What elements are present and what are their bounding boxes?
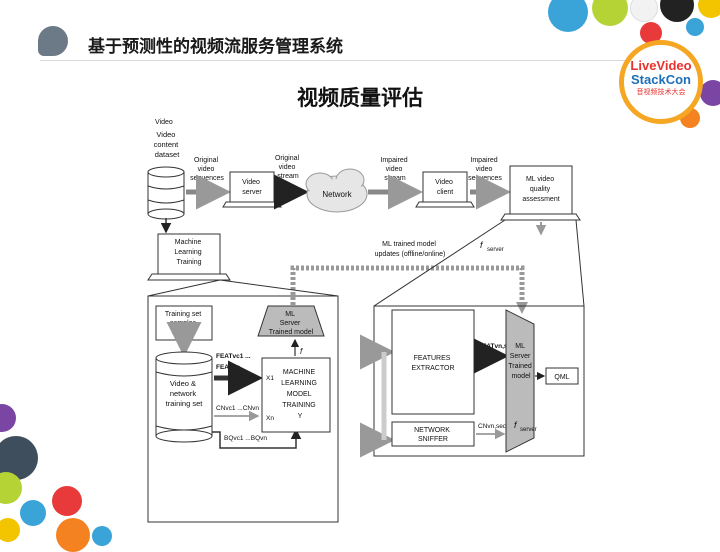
training-set-cylinder xyxy=(155,351,213,443)
deco-dot xyxy=(686,18,704,36)
left-panel xyxy=(147,295,339,523)
feat-vn-label: FEATvn xyxy=(216,364,240,371)
q-ml-box xyxy=(545,367,579,385)
impaired-sequences-label: Impaired video sequences xyxy=(468,157,502,182)
left-model-trapezoid xyxy=(257,305,325,337)
logo-line2: StackCon xyxy=(631,72,691,87)
video-server-box xyxy=(222,171,282,208)
deco-dot xyxy=(548,0,588,32)
connector-line xyxy=(373,219,506,307)
cn-right-label: CNvn,seq xyxy=(478,423,507,430)
connector-line xyxy=(219,279,339,297)
right-model-label: ML Server Trained model xyxy=(508,343,533,380)
dataset-label: Video content dataset xyxy=(154,130,181,159)
f-hat-label: f xyxy=(300,347,303,356)
connector-line xyxy=(147,279,221,297)
header-bubble-icon xyxy=(38,26,68,56)
livevideostackcon-logo: LiveVideo StackCon 音视频技术大会 xyxy=(619,40,703,124)
video-client-label: Video client xyxy=(435,179,455,196)
cn-label: CNvc1 ...CNvn xyxy=(216,405,259,412)
ml-model-training-box xyxy=(261,357,331,433)
left-model-label: ML Server Trained model xyxy=(269,311,314,336)
features-extractor-label: FEATURES EXTRACTOR xyxy=(411,355,454,372)
deco-dot xyxy=(592,0,628,26)
title-divider xyxy=(40,60,660,61)
deco-dot xyxy=(52,486,82,516)
right-model-trapezoid xyxy=(505,309,535,453)
logo-line3: 音视频技术大会 xyxy=(636,88,686,96)
logo-line1: LiveVideo xyxy=(630,58,692,73)
features-extractor-box xyxy=(391,309,475,415)
video-server-label: Video server xyxy=(242,179,262,196)
impaired-stream-label: Impaired video stream xyxy=(380,157,409,182)
deco-dot xyxy=(630,0,658,22)
f-server-label: f xyxy=(480,240,484,250)
network-label: Network xyxy=(322,190,352,199)
deco-dot xyxy=(0,404,16,432)
bq-label: BQvc1 ...BQvn xyxy=(224,435,267,442)
deco-dot xyxy=(56,518,90,552)
network-sniffer-label: NETWORK SNIFFER xyxy=(414,427,452,443)
deco-dot xyxy=(20,500,46,526)
network-sniffer-box xyxy=(391,421,475,447)
f-server-sub: server xyxy=(487,247,504,253)
deco-dot xyxy=(698,0,720,18)
training-set-label: Video & network training set xyxy=(166,379,204,408)
top-cut-label: Video xyxy=(155,119,173,126)
right-f-server-sub: server xyxy=(520,427,537,433)
deco-dot xyxy=(700,80,720,106)
original-sequences-label: Original video sequences xyxy=(190,157,224,182)
connector-line xyxy=(575,219,585,307)
ml-model-training-label: MACHINE LEARNING MODEL TRAINING Y xyxy=(281,369,319,420)
deco-dot xyxy=(0,472,22,504)
feat-vc-label: FEATvc1 ... xyxy=(216,353,251,360)
dashed-update-path xyxy=(290,265,525,310)
q-ml-label: QML xyxy=(554,374,569,381)
section-title: 视频质量评估 xyxy=(297,86,423,110)
bq-arrow xyxy=(212,428,302,449)
network-cloud xyxy=(305,168,368,213)
right-f-server-label: f xyxy=(514,420,518,430)
original-stream-label: Original video stream xyxy=(275,155,301,180)
ml-training-box xyxy=(147,233,231,281)
xn-label: Xn xyxy=(266,415,274,422)
ml-quality-box xyxy=(500,165,581,221)
slide-title: 基于预测性的视频流服务管理系统 xyxy=(88,37,343,57)
updates-label: ML trained model updates (offline/online… xyxy=(375,241,446,258)
arrow xyxy=(516,302,528,314)
deco-dot xyxy=(660,0,694,22)
video-client-box xyxy=(415,171,475,208)
video-quality-assessment-diagram: Video Video content dataset Original vid… xyxy=(147,119,585,523)
ml-quality-label: ML video quality assessment xyxy=(522,176,559,203)
dataset-cylinder xyxy=(147,166,185,220)
deco-dot xyxy=(640,22,662,44)
deco-dot xyxy=(92,526,112,546)
ml-training-label: Machine Learning Training xyxy=(174,239,203,266)
x1-label: X1 xyxy=(266,375,274,382)
deco-dot xyxy=(0,518,20,542)
right-panel xyxy=(373,305,585,457)
